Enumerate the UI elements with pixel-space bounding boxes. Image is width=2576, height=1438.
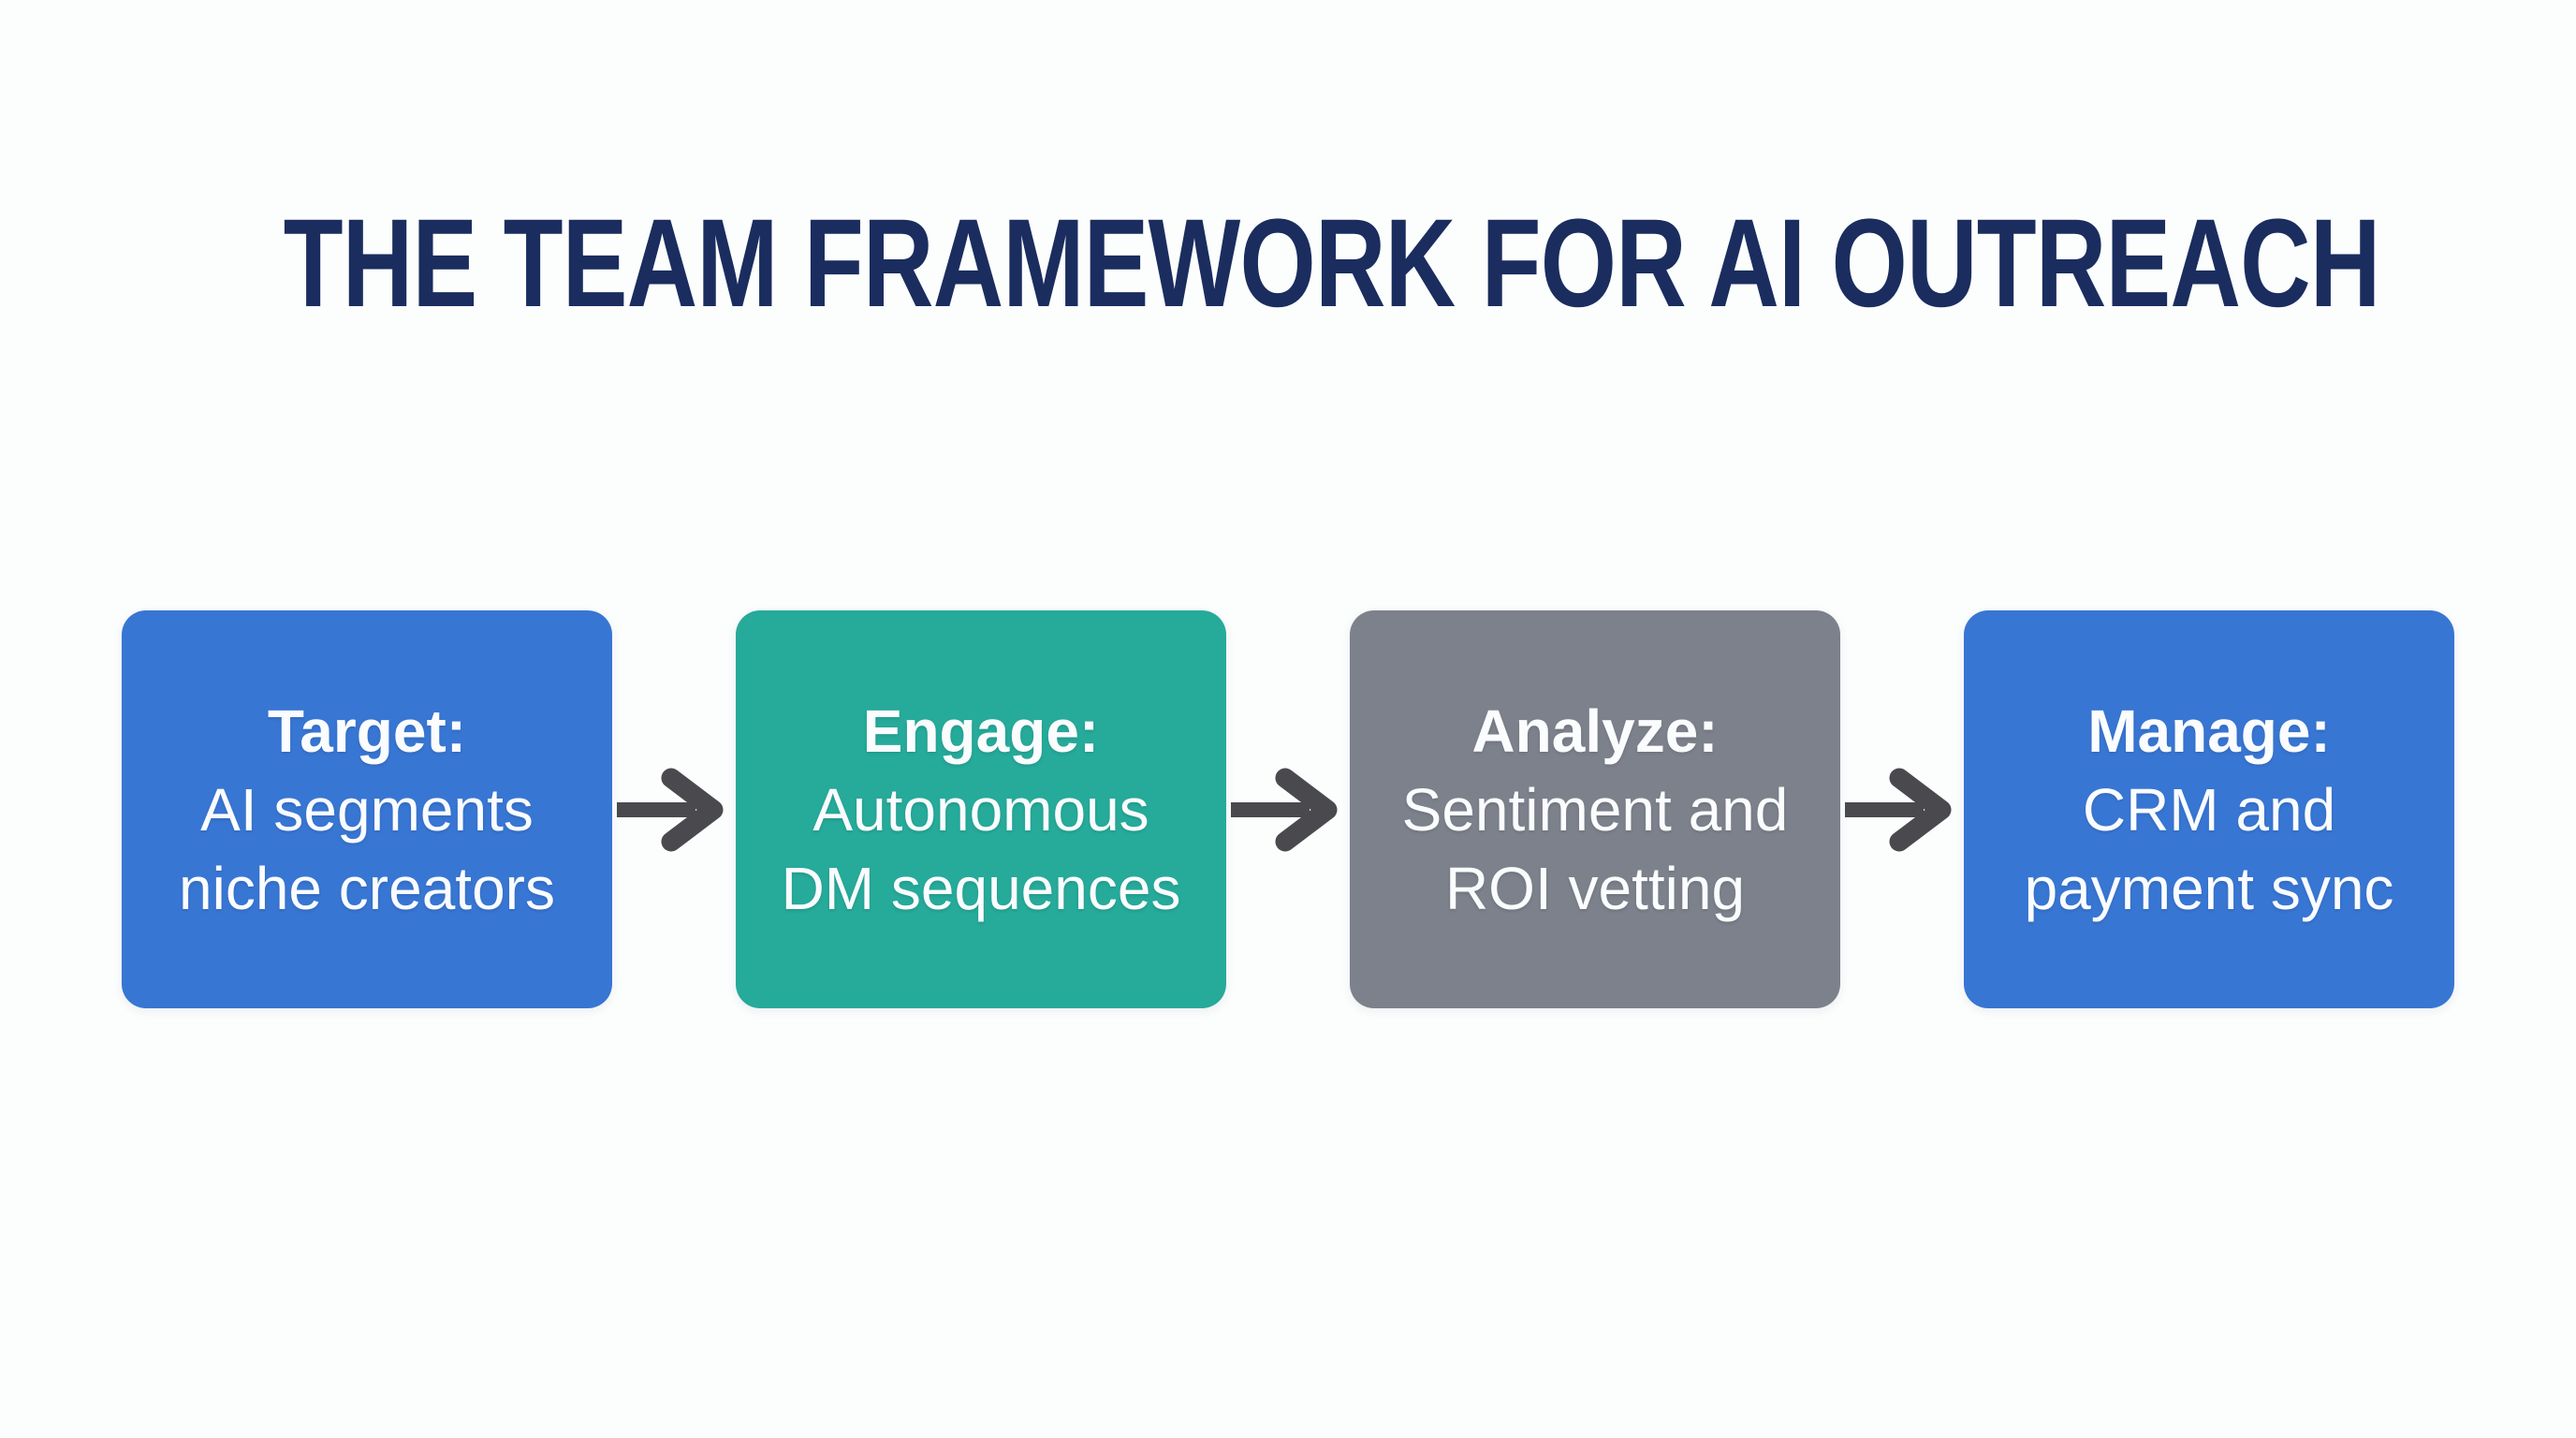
step-heading: Target: xyxy=(267,697,467,765)
arrow-right-icon xyxy=(617,768,724,851)
step-line: niche creators xyxy=(179,854,555,922)
connector-cell xyxy=(1226,610,1350,1008)
step-line: payment sync xyxy=(2024,854,2394,922)
step-heading: Manage: xyxy=(2087,697,2331,765)
step-heading: Engage: xyxy=(862,697,1100,765)
step-line: CRM and xyxy=(2082,775,2336,844)
arrow-right-icon xyxy=(1231,768,1338,851)
step-box-analyze: Analyze: Sentiment and ROI vetting xyxy=(1350,610,1840,1008)
step-box-engage: Engage: Autonomous DM sequences xyxy=(736,610,1226,1008)
step-line: AI segments xyxy=(200,775,534,844)
step-heading: Analyze: xyxy=(1471,697,1719,765)
flow-diagram: Target: AI segments niche creators Engag… xyxy=(0,610,2576,1008)
step-line: Autonomous xyxy=(812,775,1149,844)
connector-cell xyxy=(1840,610,1964,1008)
step-line: ROI vetting xyxy=(1444,854,1746,922)
arrow-right-icon xyxy=(1845,768,1952,851)
page-title: THE TEAM FRAMEWORK FOR AI OUTREACH xyxy=(283,194,2381,333)
step-line: Sentiment and xyxy=(1401,775,1789,844)
step-box-manage: Manage: CRM and payment sync xyxy=(1964,610,2454,1008)
step-box-target: Target: AI segments niche creators xyxy=(122,610,612,1008)
step-line: DM sequences xyxy=(781,854,1181,922)
connector-cell xyxy=(612,610,736,1008)
